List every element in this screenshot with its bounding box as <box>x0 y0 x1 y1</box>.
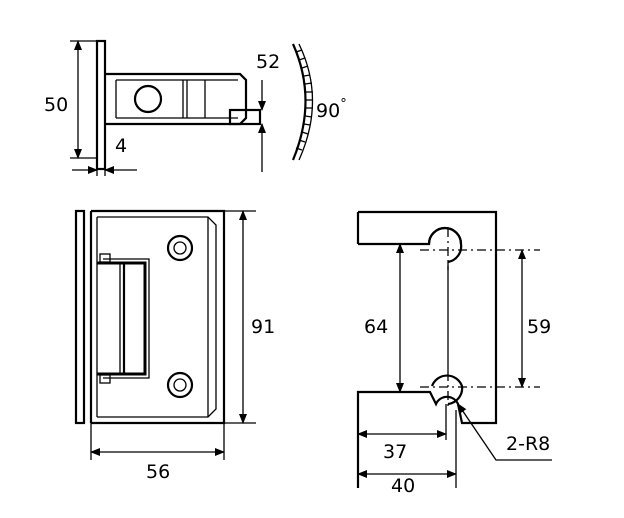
dim-64-label: 64 <box>364 316 388 338</box>
dim-50-label: 50 <box>44 94 68 116</box>
dim-40-label: 40 <box>391 475 415 497</box>
rotation-arc <box>291 43 307 161</box>
dim-37-label: 37 <box>383 441 407 463</box>
top-view-pin <box>133 84 163 114</box>
radius-leader <box>457 403 552 461</box>
top-view-plate <box>95 39 107 171</box>
side-view-outline <box>356 210 498 488</box>
radius-label: 2-R8 <box>506 433 550 455</box>
front-view-body <box>91 209 226 425</box>
lower-screw <box>166 371 194 399</box>
upper-screw <box>166 234 194 262</box>
angle-label: 90° <box>316 97 347 122</box>
lower-slot <box>430 374 464 406</box>
top-view-body <box>105 72 248 126</box>
dim-91-label: 91 <box>251 316 275 338</box>
dim-56-label: 56 <box>146 461 170 483</box>
front-view-barrel <box>97 261 147 376</box>
dim-59-label: 59 <box>527 316 551 338</box>
side-view: 64 59 37 40 2-R8 <box>356 210 552 497</box>
dim-52-label: 52 <box>256 51 280 73</box>
dim-4-label: 4 <box>115 135 127 157</box>
front-view: 91 56 <box>74 209 275 483</box>
top-view-clamp <box>228 108 262 126</box>
front-view-plate <box>74 209 86 425</box>
top-view: 50 4 52 90° <box>44 39 347 176</box>
upper-slot <box>427 226 463 264</box>
